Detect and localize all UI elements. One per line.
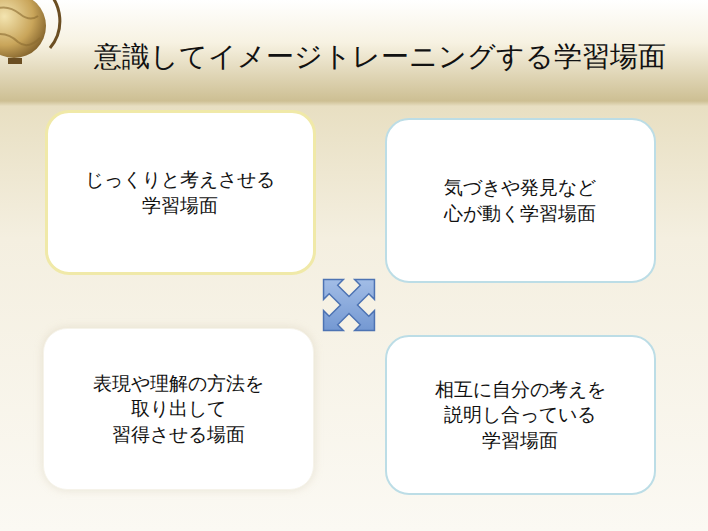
- scene-box: じっくりと考えさせる 学習場面: [45, 110, 316, 275]
- scene-box: 気づきや発見など 心が動く学習場面: [385, 118, 656, 283]
- box-text: 相互に自分の考えを 説明し合っている 学習場面: [413, 377, 628, 454]
- box-content: 気づきや発見など 心が動く学習場面: [413, 175, 628, 226]
- slide-title: 意識してイメージトレーニングする学習場面: [60, 38, 700, 76]
- box-text: じっくりと考えさせる 学習場面: [73, 167, 288, 218]
- scene-box: 相互に自分の考えを 説明し合っている 学習場面: [385, 335, 656, 495]
- globe-icon: [0, 0, 60, 64]
- box-text: 気づきや発見など 心が動く学習場面: [413, 175, 628, 226]
- box-content: 相互に自分の考えを 説明し合っている 学習場面: [413, 377, 628, 454]
- scene-box: 表現や理解の方法を 取り出して 習得させる場面: [43, 328, 314, 490]
- box-text: 表現や理解の方法を 取り出して 習得させる場面: [71, 371, 286, 448]
- box-content: 表現や理解の方法を 取り出して 習得させる場面: [71, 371, 286, 448]
- four-way-arrow: [298, 254, 400, 356]
- box-content: じっくりと考えさせる 学習場面: [73, 167, 288, 218]
